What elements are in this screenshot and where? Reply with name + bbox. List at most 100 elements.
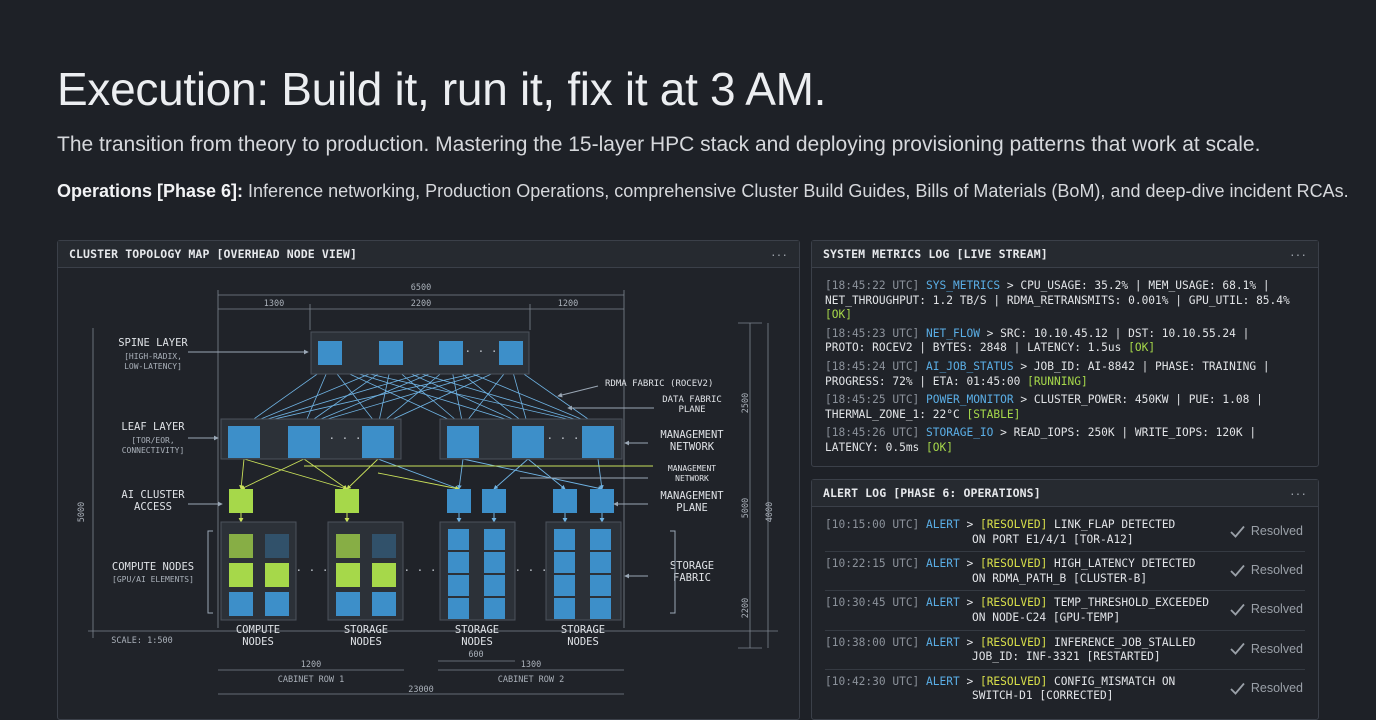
log-entry: [18:45:23 UTC] NET_FLOW > SRC: 10.10.45.… bbox=[825, 327, 1306, 356]
storage-column-label-2a: STORAGE bbox=[455, 624, 499, 636]
alert-row[interactable]: [10:30:45 UTC] ALERT > [RESOLVED] TEMP_T… bbox=[825, 591, 1305, 631]
alert-state: [RESOLVED] bbox=[979, 674, 1048, 688]
checkmark-icon bbox=[1230, 564, 1245, 577]
topology-menu-icon[interactable]: ··· bbox=[771, 246, 788, 262]
leaf-switch[interactable] bbox=[582, 426, 614, 458]
log-timestamp: [18:45:22 UTC] bbox=[825, 279, 920, 292]
cabinet-row-2-label: CABINET ROW 2 bbox=[498, 675, 565, 685]
alert-message-line1: LINK_FLAP DETECTED bbox=[1047, 518, 1176, 531]
leaf-switch[interactable] bbox=[228, 426, 260, 458]
dimension-labels: 6500 1300 2200 1200 2500 5000 2200 4000 … bbox=[77, 283, 775, 695]
storage-node[interactable] bbox=[484, 552, 505, 573]
fabric-link bbox=[243, 458, 348, 491]
storage-node[interactable] bbox=[448, 529, 469, 550]
alert-row[interactable]: [10:15:00 UTC] ALERT > [RESOLVED] LINK_F… bbox=[825, 513, 1305, 553]
storage-node[interactable] bbox=[484, 529, 505, 550]
storage-node[interactable] bbox=[590, 598, 611, 619]
alert-state: [RESOLVED] bbox=[979, 518, 1048, 531]
alert-state: [RESOLVED] bbox=[979, 596, 1048, 610]
storage-node[interactable] bbox=[336, 534, 360, 558]
storage-node[interactable] bbox=[484, 575, 505, 596]
alert-message-line1: INFERENCE_JOB_STALLED bbox=[1047, 635, 1196, 649]
storage-node[interactable] bbox=[372, 592, 396, 616]
storage-ellipsis-2: · · · bbox=[514, 564, 547, 577]
alert-message-line1: CONFIG_MISMATCH ON bbox=[1047, 674, 1176, 688]
fabric-link bbox=[243, 364, 331, 427]
storage-column-label-1a: STORAGE bbox=[344, 624, 388, 636]
storage-column-label-1b: NODES bbox=[350, 636, 382, 648]
spine-switch[interactable] bbox=[379, 341, 403, 365]
fabric-link bbox=[329, 364, 529, 427]
alert-message-line2: JOB_ID: INF-3321 [RESTARTED] bbox=[972, 650, 1161, 664]
topology-diagram: 6500 1300 2200 1200 2500 5000 2200 4000 … bbox=[77, 283, 778, 695]
compute-node[interactable] bbox=[229, 563, 253, 587]
leaf-switch[interactable] bbox=[288, 426, 320, 458]
management-switch[interactable] bbox=[482, 489, 506, 513]
storage-node[interactable] bbox=[448, 575, 469, 596]
storage-node[interactable] bbox=[336, 563, 360, 587]
storage-node[interactable] bbox=[590, 552, 611, 573]
storage-node[interactable] bbox=[554, 552, 575, 573]
storage-node[interactable] bbox=[590, 529, 611, 550]
storage-node[interactable] bbox=[372, 563, 396, 587]
fabric-link bbox=[243, 364, 512, 427]
management-switch[interactable] bbox=[590, 489, 614, 513]
compute-node[interactable] bbox=[265, 592, 289, 616]
storage-column-label-3b: NODES bbox=[567, 636, 599, 648]
storage-node[interactable] bbox=[590, 575, 611, 596]
ai-access-switch[interactable] bbox=[229, 489, 253, 513]
storage-node[interactable] bbox=[554, 575, 575, 596]
operations-summary: Operations [Phase 6]: Inference networki… bbox=[57, 181, 1349, 202]
metrics-menu-icon[interactable]: ··· bbox=[1290, 246, 1307, 262]
spine-switch[interactable] bbox=[318, 341, 342, 365]
ai-access-switch[interactable] bbox=[335, 489, 359, 513]
leaf-switch[interactable] bbox=[512, 426, 544, 458]
fabric-link bbox=[346, 458, 379, 490]
spine-switch[interactable] bbox=[499, 341, 523, 365]
log-entry: [18:45:25 UTC] POWER_MONITOR > CLUSTER_P… bbox=[825, 393, 1306, 422]
log-text-line2: THERMAL_ZONE_1: 22°C bbox=[825, 407, 967, 421]
log-text-line1: > CPU_USAGE: 35.2% | MEM_USAGE: 68.1% | bbox=[1000, 279, 1270, 292]
alert-kind: ALERT bbox=[926, 635, 960, 649]
alert-row[interactable]: [10:38:00 UTC] ALERT > [RESOLVED] INFERE… bbox=[825, 631, 1305, 670]
leaf-switch[interactable] bbox=[447, 426, 479, 458]
alert-row[interactable]: [10:42:30 UTC] ALERT > [RESOLVED] CONFIG… bbox=[825, 670, 1305, 709]
alert-text: [10:42:30 UTC] ALERT > [RESOLVED] CONFIG… bbox=[825, 675, 1175, 704]
storage-node[interactable] bbox=[336, 592, 360, 616]
leaf-switch[interactable] bbox=[362, 426, 394, 458]
dim-left: 5000 bbox=[77, 502, 87, 522]
alert-timestamp: [10:30:45 UTC] bbox=[825, 596, 920, 610]
storage-node[interactable] bbox=[372, 534, 396, 558]
operations-label: Operations [Phase 6]: bbox=[57, 181, 244, 201]
fabric-link bbox=[510, 364, 529, 427]
compute-node[interactable] bbox=[265, 534, 289, 558]
storage-node[interactable] bbox=[448, 598, 469, 619]
alerts-menu-icon[interactable]: ··· bbox=[1290, 485, 1307, 501]
storage-fabric-label-2: FABRIC bbox=[673, 572, 711, 584]
storage-node[interactable] bbox=[554, 529, 575, 550]
log-tag: POWER_MONITOR bbox=[926, 393, 1014, 407]
compute-node[interactable] bbox=[229, 534, 253, 558]
compute-node[interactable] bbox=[229, 592, 253, 616]
storage-node[interactable] bbox=[484, 598, 505, 619]
management-switch[interactable] bbox=[447, 489, 471, 513]
dim-top-a: 1300 bbox=[264, 299, 284, 309]
topology-panel-header: CLUSTER TOPOLOGY MAP [OVERHEAD NODE VIEW… bbox=[58, 241, 799, 268]
log-entry: [18:45:26 UTC] STORAGE_IO > READ_IOPS: 2… bbox=[825, 426, 1306, 455]
spine-layer-sub2: LOW-LATENCY] bbox=[124, 362, 182, 371]
storage-node[interactable] bbox=[448, 552, 469, 573]
alert-state: [RESOLVED] bbox=[979, 557, 1048, 571]
fabric-link bbox=[462, 364, 512, 427]
checkmark-icon bbox=[1230, 525, 1245, 538]
spine-ellipsis: · · · bbox=[464, 345, 497, 358]
alerts-panel-title: ALERT LOG [PHASE 6: OPERATIONS] bbox=[823, 486, 1041, 500]
spine-switch[interactable] bbox=[439, 341, 463, 365]
log-entry: [18:45:24 UTC] AI_JOB_STATUS > JOB_ID: A… bbox=[825, 360, 1306, 389]
dim-right-b: 5000 bbox=[741, 498, 751, 518]
compute-node[interactable] bbox=[265, 563, 289, 587]
log-status: [STABLE] bbox=[966, 407, 1021, 421]
storage-node[interactable] bbox=[554, 598, 575, 619]
alert-row[interactable]: [10:22:15 UTC] ALERT > [RESOLVED] HIGH_L… bbox=[825, 552, 1305, 592]
management-switch[interactable] bbox=[553, 489, 577, 513]
mgmt-ntw-label-2: NETWORK bbox=[675, 474, 709, 483]
